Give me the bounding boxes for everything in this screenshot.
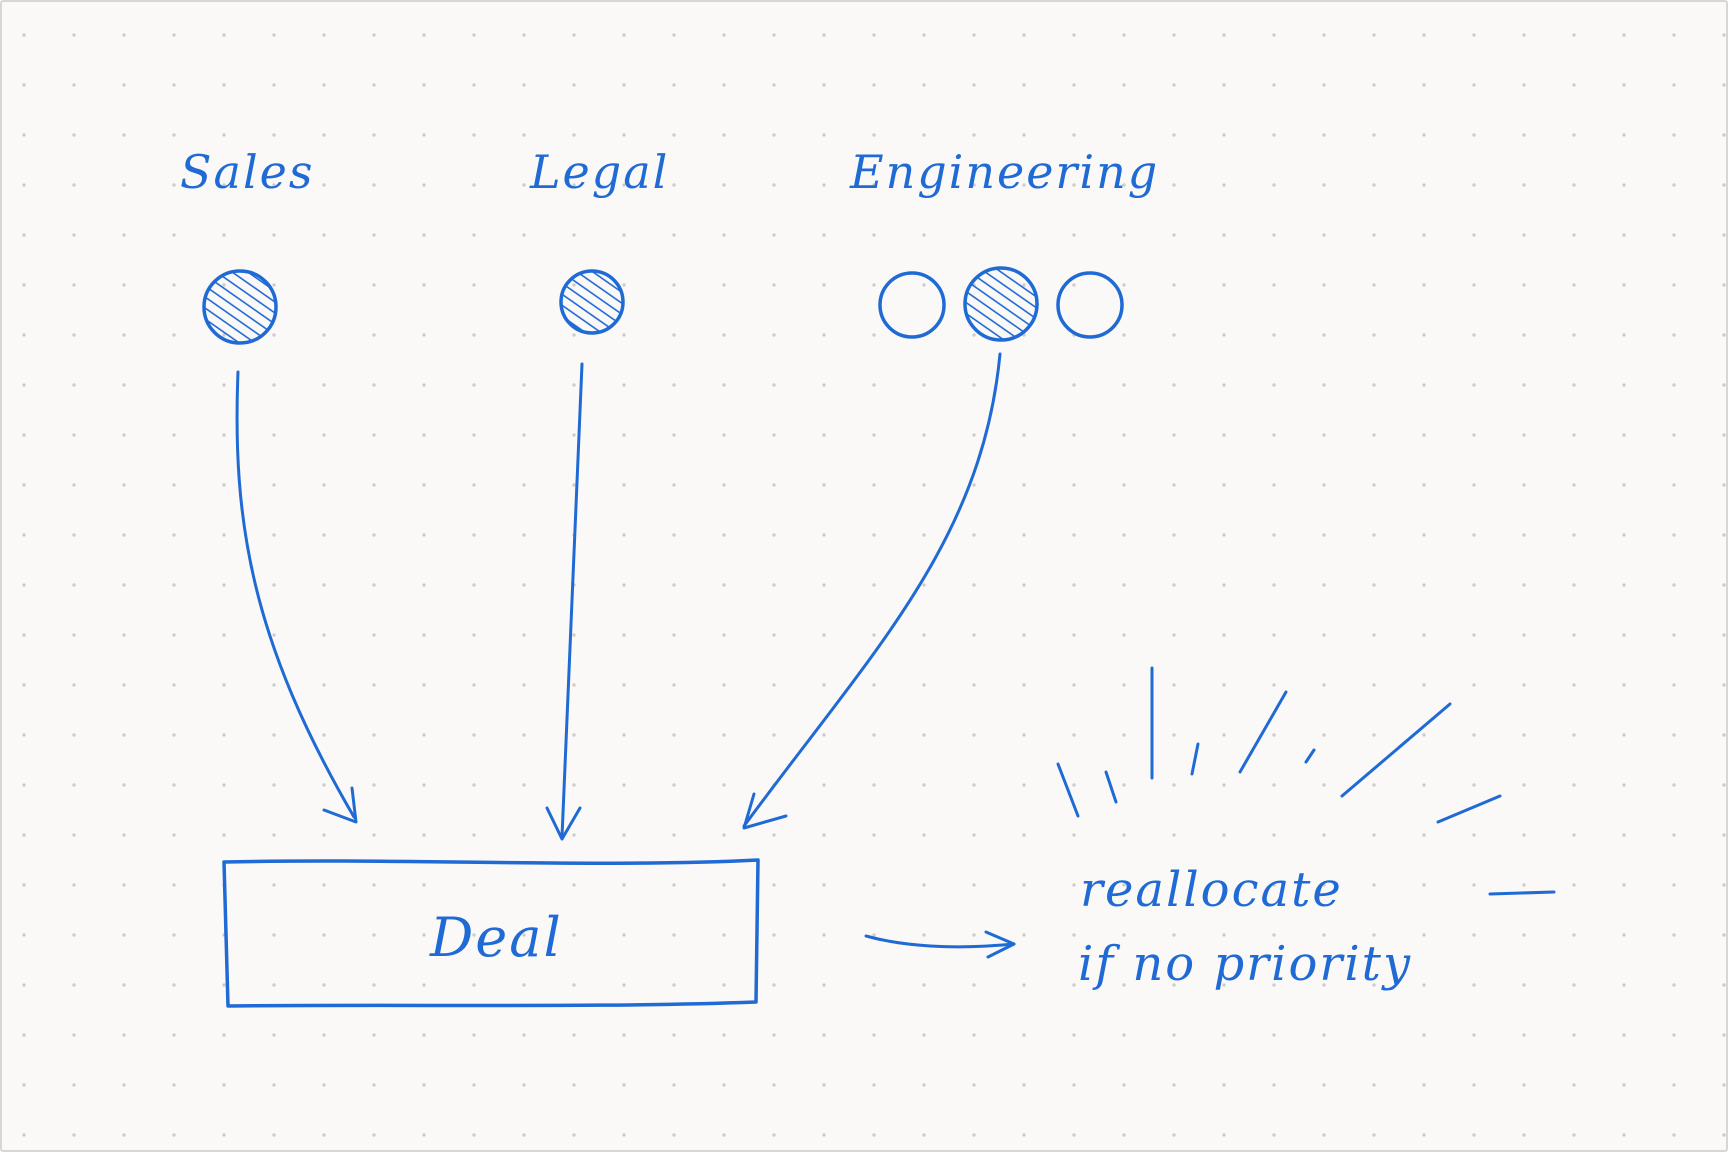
team-label-sales: Sales xyxy=(180,145,314,199)
team-label-legal: Legal xyxy=(529,145,669,199)
arrow-deal-to-note xyxy=(864,930,1016,959)
note-line-2: if no priority xyxy=(1078,936,1412,992)
arrow-sales-to-deal xyxy=(235,370,358,824)
engineering-resource-filled xyxy=(963,266,1039,342)
team-label-engineering: Engineering xyxy=(849,145,1159,199)
deal-label: Deal xyxy=(429,906,563,969)
sales-resource-filled xyxy=(202,269,278,345)
legal-resource-filled xyxy=(559,269,625,335)
arrow-legal-to-deal xyxy=(545,362,584,841)
arrow-engineering-to-deal xyxy=(742,352,1002,830)
engineering-resource-empty-1 xyxy=(878,271,946,339)
emphasis-burst-lines xyxy=(1056,666,1556,896)
deal-box xyxy=(222,858,760,1008)
note-line-1: reallocate xyxy=(1080,862,1343,918)
engineering-resource-empty-2 xyxy=(1056,271,1124,339)
